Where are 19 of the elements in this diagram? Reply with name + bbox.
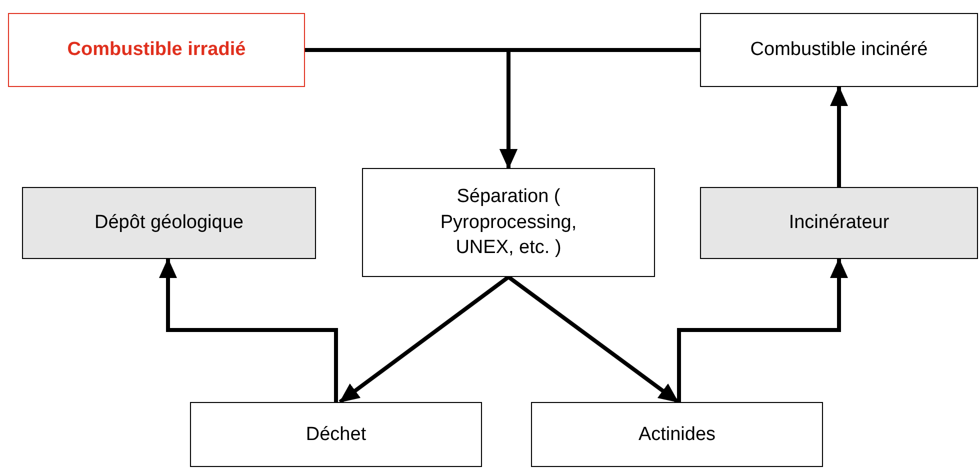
node-label: Séparation ( Pyroprocessing, UNEX, etc. ) — [439, 185, 578, 260]
process-box — [700, 13, 978, 87]
process-box — [531, 402, 823, 467]
process-box — [700, 187, 978, 259]
node-label: Actinides — [637, 422, 717, 447]
arrow — [677, 258, 848, 402]
process-box — [190, 402, 482, 467]
arrow — [338, 275, 510, 404]
arrow — [830, 86, 848, 187]
node-label: Incinérateur — [788, 211, 890, 236]
process-box — [362, 168, 655, 277]
node-label: Déchet — [304, 422, 368, 447]
arrow — [507, 275, 680, 404]
input-box — [8, 13, 305, 87]
process-box — [22, 187, 316, 259]
arrow — [159, 258, 338, 402]
node-label: Combustible irradié — [66, 38, 247, 62]
node-label: Dépôt géologique — [94, 211, 244, 236]
node-label: Combustible incinéré — [749, 38, 929, 62]
